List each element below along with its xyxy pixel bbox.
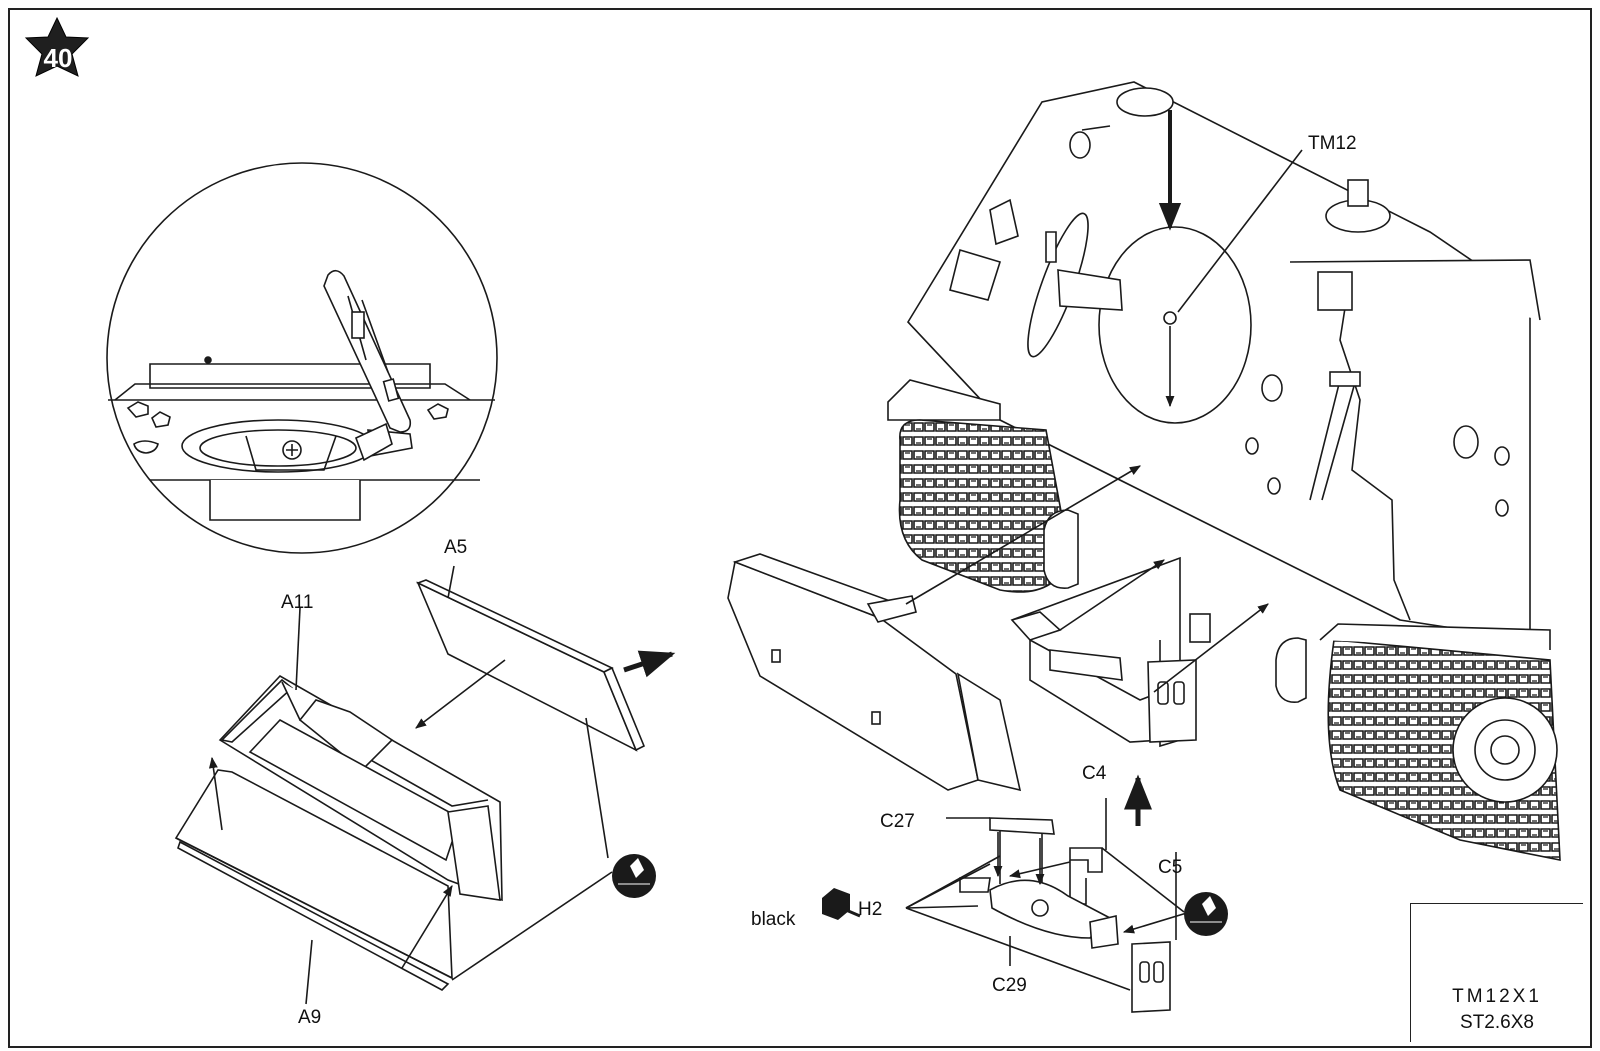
label-a5: A5 bbox=[444, 537, 468, 558]
assembled-bumper bbox=[727, 553, 1022, 792]
step-number: 40 bbox=[43, 43, 73, 73]
label-tm12: TM12 bbox=[1308, 133, 1357, 154]
hull-rear bbox=[907, 81, 1541, 641]
label-c29: C29 bbox=[992, 975, 1027, 996]
cement-glue-icon-2 bbox=[1184, 892, 1228, 936]
part-a5-plate bbox=[415, 579, 646, 752]
c-parts-group bbox=[959, 817, 1171, 1013]
label-c4: C4 bbox=[1082, 763, 1107, 784]
screw-legend-box: TM12X1 ST2.6X8 bbox=[1410, 903, 1583, 1042]
screw-size: ST2.6X8 bbox=[1460, 1012, 1534, 1033]
assembly-arrows bbox=[208, 149, 1303, 1005]
screw-quantity: TM12X1 bbox=[1452, 986, 1542, 1007]
part-a11-a9-assembly bbox=[174, 674, 503, 991]
cement-glue-icon bbox=[612, 854, 656, 898]
tracks bbox=[887, 379, 1561, 861]
label-a11: A11 bbox=[281, 592, 314, 613]
detail-inset bbox=[106, 162, 498, 554]
paint-chip-icon bbox=[822, 888, 861, 920]
step-badge bbox=[24, 16, 90, 77]
label-c27: C27 bbox=[880, 811, 915, 832]
tow-hitch bbox=[1010, 556, 1211, 748]
assembly-arrow-icon bbox=[623, 650, 1152, 826]
label-c5: C5 bbox=[1158, 857, 1183, 878]
label-a9: A9 bbox=[298, 1007, 322, 1028]
label-black: black bbox=[751, 909, 796, 930]
label-h2: H2 bbox=[858, 899, 883, 920]
